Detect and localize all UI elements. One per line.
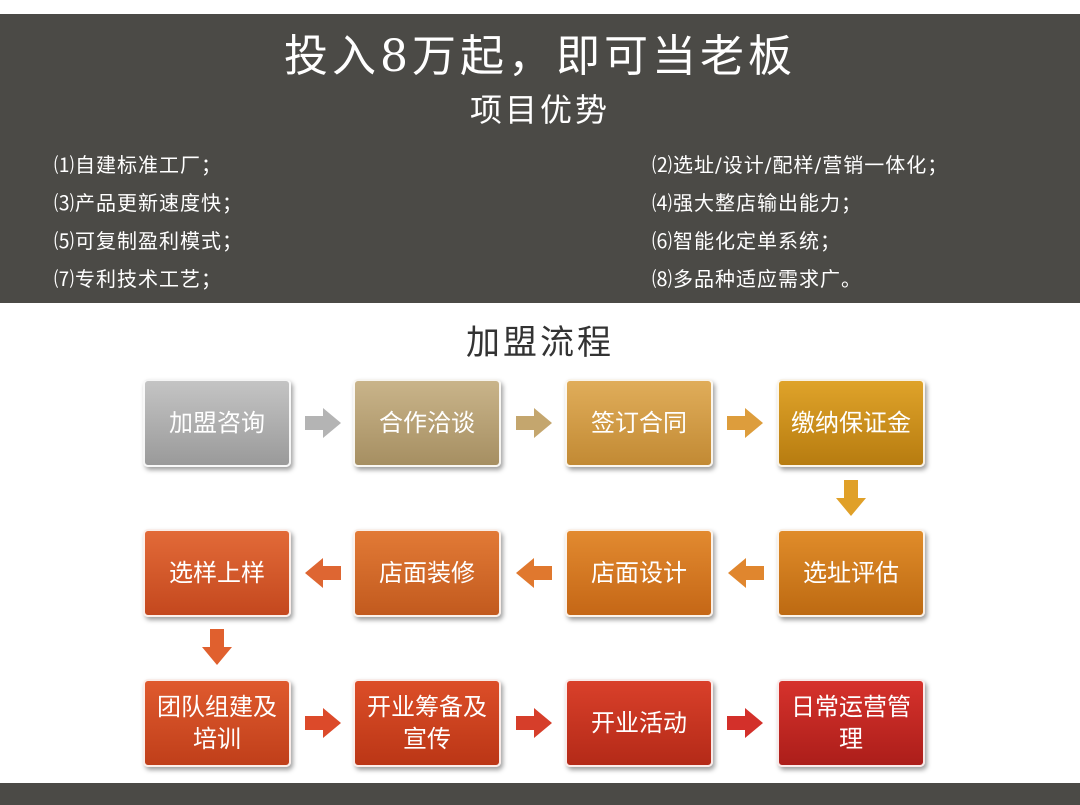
arrow-down-icon: [836, 480, 866, 516]
step-box-deposit: 缴纳保证金: [777, 379, 925, 467]
step-box-team-training: 团队组建及培训: [143, 679, 291, 767]
step-label: 选样上样: [169, 559, 265, 587]
advantage-item: ⑷强大整店输出能力；: [652, 191, 862, 215]
header-panel: 投入8万起，即可当老板 项目优势 ⑴自建标准工厂； ⑵选址/设计/配样/营销一体…: [0, 14, 1080, 303]
step-box-store-design: 店面设计: [565, 529, 713, 617]
top-strip: [0, 0, 1080, 14]
advantage-item: ⑸可复制盈利模式；: [54, 229, 243, 253]
advantage-item: ⑺专利技术工艺；: [54, 267, 222, 291]
step-label: 店面装修: [379, 559, 475, 587]
arrow-right-icon: [516, 708, 552, 738]
step-label: 店面设计: [591, 559, 687, 587]
arrow-left-icon: [516, 558, 552, 588]
advantage-item: ⑴自建标准工厂；: [54, 153, 222, 177]
step-box-negotiate: 合作洽谈: [353, 379, 501, 467]
step-box-daily-operations: 日常运营管理: [777, 679, 925, 767]
advantages-title: 项目优势: [469, 91, 610, 129]
step-box-sample-display: 选样上样: [143, 529, 291, 617]
advantage-item: ⑵选址/设计/配样/营销一体化；: [652, 153, 949, 177]
step-box-opening-event: 开业活动: [565, 679, 713, 767]
arrow-right-icon: [305, 408, 341, 438]
step-label: 开业活动: [591, 709, 687, 737]
step-label: 开业筹备及宣传: [367, 693, 487, 753]
step-box-store-renovation: 店面装修: [353, 529, 501, 617]
arrow-right-icon: [516, 408, 552, 438]
arrow-right-icon: [727, 708, 763, 738]
arrow-right-icon: [727, 408, 763, 438]
step-label: 加盟咨询: [169, 409, 265, 437]
arrow-right-icon: [305, 708, 341, 738]
advantage-item: ⑻多品种适应需求广。: [652, 267, 862, 291]
step-label: 缴纳保证金: [791, 409, 911, 437]
step-box-consult: 加盟咨询: [143, 379, 291, 467]
advantage-item: ⑹智能化定单系统；: [652, 229, 841, 253]
step-label: 合作洽谈: [379, 409, 475, 437]
advantage-item: ⑶产品更新速度快；: [54, 191, 243, 215]
step-box-contract: 签订合同: [565, 379, 713, 467]
arrow-left-icon: [728, 558, 764, 588]
step-box-opening-prep: 开业筹备及宣传: [353, 679, 501, 767]
arrow-left-icon: [305, 558, 341, 588]
headline: 投入8万起，即可当老板: [284, 31, 796, 82]
footer-bar: [0, 783, 1080, 805]
arrow-down-icon: [202, 629, 232, 665]
process-title: 加盟流程: [466, 323, 614, 363]
step-label: 日常运营管理: [791, 693, 911, 753]
step-box-site-assess: 选址评估: [777, 529, 925, 617]
step-label: 团队组建及培训: [157, 693, 277, 753]
step-label: 签订合同: [591, 409, 687, 437]
step-label: 选址评估: [803, 559, 899, 587]
